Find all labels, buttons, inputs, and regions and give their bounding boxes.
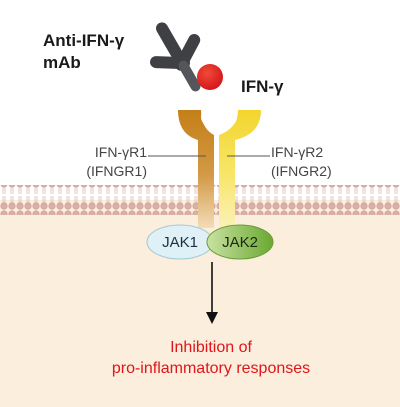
outcome-line1: Inhibition of [170,339,252,356]
arrow-head [206,312,218,324]
jak2-oval [206,224,274,260]
receptor-1-shape [178,110,214,228]
antibody-shape [150,22,201,92]
receptor-2-gene: (IFNGR2) [271,163,332,179]
jak2-label: JAK2 [222,234,258,251]
ifn-gamma-ball [197,64,223,90]
outcome-line2: pro-inflammatory responses [111,360,311,377]
receptor-1-gene: (IFNGR1) [86,163,147,179]
binding-pocket [201,104,237,130]
ifn-gamma-label: IFN-γ [241,77,284,96]
antibody-label-line2: mAb [43,53,81,72]
jak1-label: JAK1 [162,234,198,251]
antibody-label-line1: Anti-IFN-γ [43,31,125,50]
receptor-1-name: IFN-γR1 [94,144,147,160]
receptor-2-shape [219,110,261,228]
receptor-2-name: IFN-γR2 [271,144,324,160]
